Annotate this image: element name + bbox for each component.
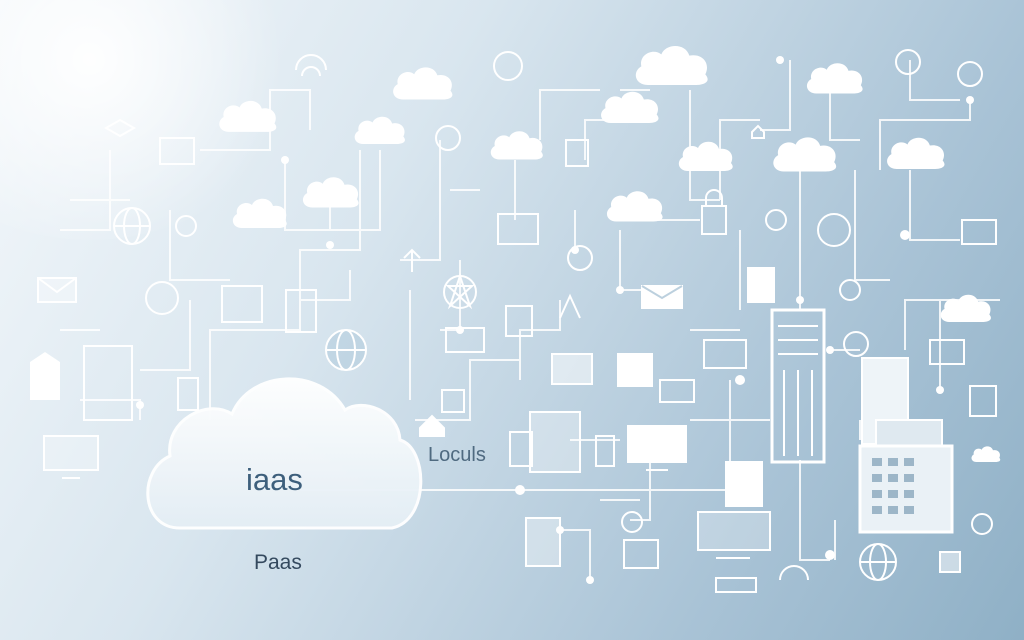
database-server-icon [858,357,954,534]
app-tile-icon [617,353,653,387]
main-cloud-label: iaas [246,462,303,497]
headset-icon [779,565,809,581]
main-cloud [146,377,423,530]
badge-icons [175,49,993,535]
cube-icon [939,551,961,573]
upload-icon [403,248,421,272]
keyboard-icon [715,577,757,593]
monitor-icons [43,137,997,569]
wifi-icon [295,54,327,77]
gallery-icon [551,353,593,385]
mail-icon [37,277,683,309]
paas-label: Paas [254,551,302,574]
envelope-open-icon [103,118,137,138]
home-icon [419,124,765,437]
globe-icon [113,207,897,581]
document-icons [83,139,997,567]
locals-label: Loculs [428,444,486,466]
building-icon [30,352,60,400]
server-rack-icon [770,308,826,464]
arrow-icon [559,293,581,319]
lock-icon [701,189,727,235]
connection-nodes [136,56,974,584]
